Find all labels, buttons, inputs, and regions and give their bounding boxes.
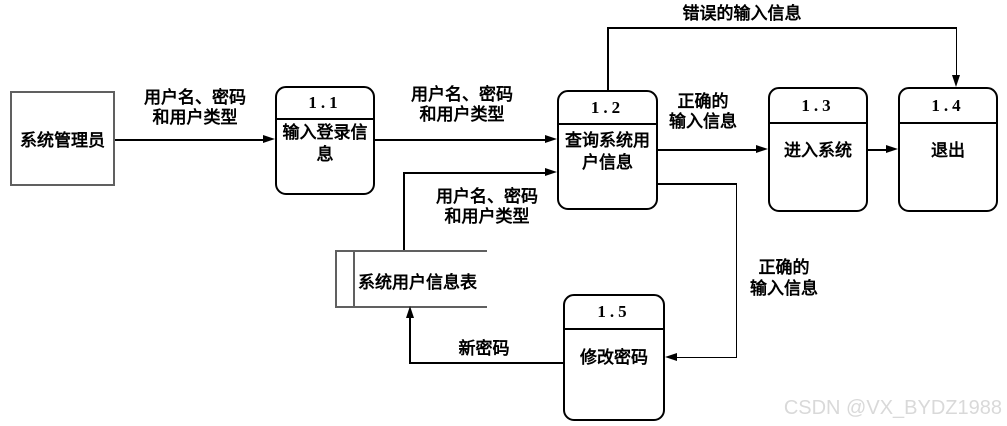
arrowhead-entity-to-p11 [263,135,275,143]
arrowhead-p12-to-p15 [665,353,677,361]
flow-label-p15-to-store: 新密码 [458,339,510,358]
arrowhead-p12-to-p14 [952,75,960,87]
flow-p12-to-p14-drop-line [955,27,958,76]
flow-p12-to-p14-riser-line [607,27,609,90]
process-1-5-id: 1.5 [565,296,663,330]
data-store-top-line [335,250,487,252]
flow-p15-to-store-line [409,362,563,364]
flow-p12-to-p15-out-line [658,183,737,185]
data-store-divider-line [353,250,355,307]
flow-p12-to-p14-top-line [607,27,957,29]
flow-label-p11-to-p12: 用户名、密码 和用户类型 [411,85,513,124]
flow-store-to-p12-riser-line [403,172,405,250]
process-1-3-id: 1.3 [770,89,866,124]
external-entity-system-admin: 系统管理员 [10,91,115,186]
flow-p11-to-p12-line [375,139,545,141]
flow-label-store-to-p12: 用户名、密码 和用户类型 [436,187,538,226]
data-store-left-line [335,250,337,307]
process-1-1-label: 输入登录信息 [282,123,368,164]
arrowhead-store-to-p12 [545,168,557,176]
flow-p12-to-p15-in-line [677,356,737,359]
data-store-label: 系统用户信息表 [358,273,477,292]
process-1-1: 1.1 输入登录信息 [275,86,375,195]
process-1-4: 1.4 退出 [898,87,998,212]
arrowhead-p11-to-p12 [545,135,557,143]
flow-label-p12-to-p15: 正确的 输入信息 [750,258,818,298]
flow-p12-to-p13-line [658,149,756,151]
process-1-5-label: 修改密码 [580,348,648,367]
flow-p12-to-p15-drop-line [735,183,738,358]
flow-p13-to-p14-line [868,149,886,151]
process-1-1-id: 1.1 [277,88,373,120]
process-1-2: 1.2 查询系统用户信息 [557,90,658,210]
flow-label-p12-to-p13: 正确的 输入信息 [669,92,737,131]
process-1-5: 1.5 修改密码 [563,294,665,421]
arrowhead-p13-to-p14 [886,145,898,153]
flow-entity-to-p11-line [115,139,264,141]
process-1-2-id: 1.2 [559,92,656,125]
process-1-2-label: 查询系统用户信息 [565,131,650,172]
arrowhead-p15-to-store [405,306,414,318]
arrowhead-p12-to-p13 [756,145,768,153]
process-1-3: 1.3 进入系统 [768,87,868,212]
external-entity-label: 系统管理员 [20,131,105,150]
process-1-4-label: 退出 [931,141,965,160]
flow-p15-to-store-riser-line [409,317,411,363]
flow-store-to-p12-line [403,172,545,174]
flow-label-entity-to-p11: 用户名、密码 和用户类型 [144,88,246,127]
process-1-4-id: 1.4 [900,89,996,124]
process-1-3-label: 进入系统 [784,141,852,160]
flow-label-p12-to-p14: 错误的输入信息 [682,4,802,23]
csdn-watermark: CSDN @VX_BYDZ1988 [783,397,1002,419]
